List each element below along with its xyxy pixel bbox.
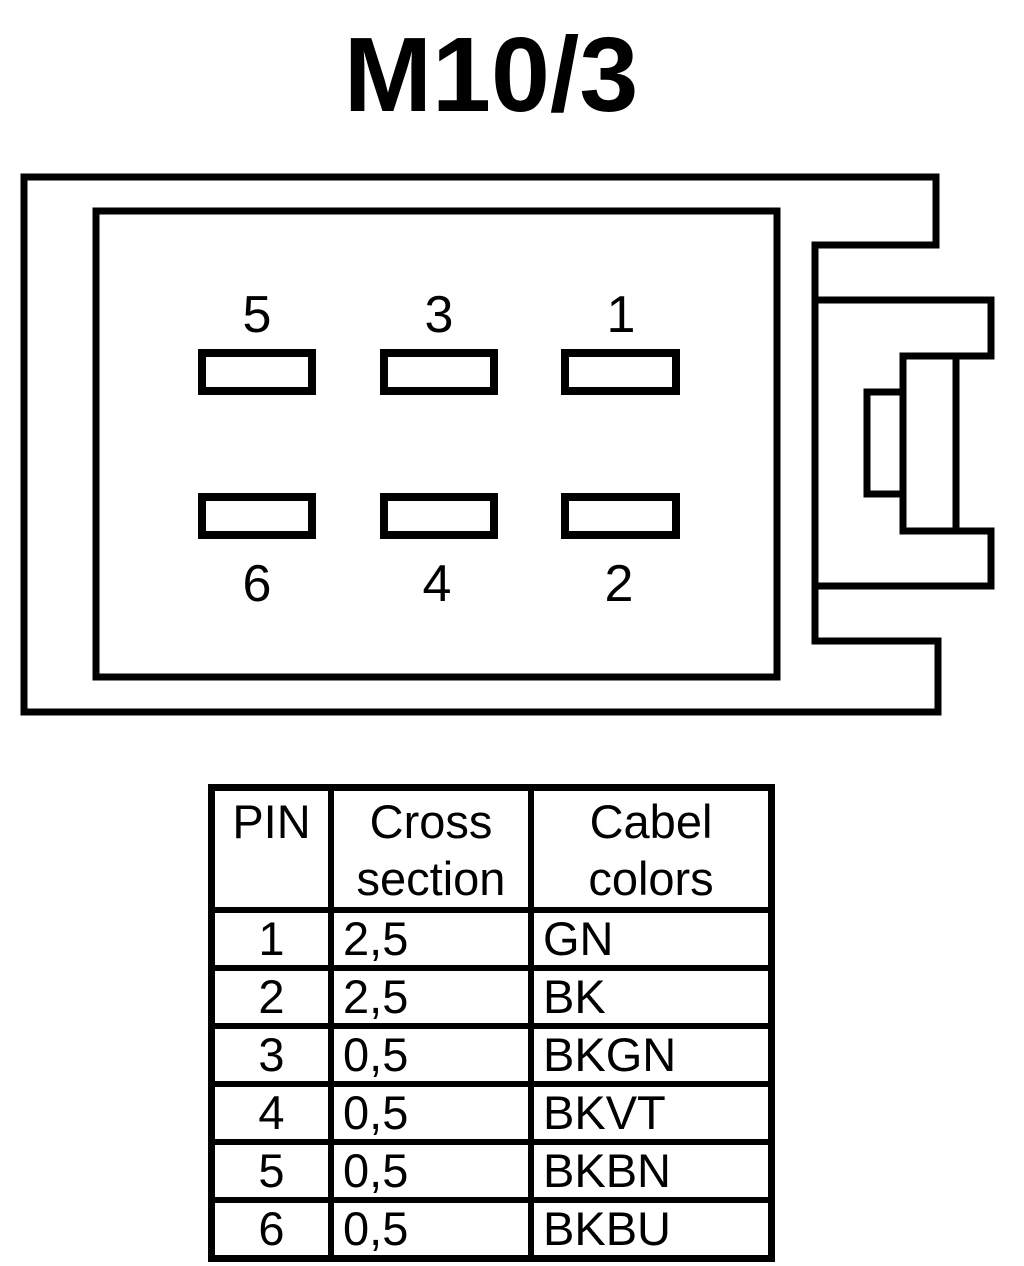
header-cross-line1: Cross [369, 795, 493, 848]
cross-section-cell: 2,5 [328, 907, 534, 971]
pin-label-2: 2 [605, 555, 634, 613]
cross-section-cell: 2,5 [328, 965, 534, 1029]
cable-color-cell: GN [528, 907, 775, 971]
cable-color-cell: BKBU [528, 1197, 775, 1262]
pin-number-cell: 1 [208, 907, 334, 971]
pin-number-cell: 6 [208, 1197, 334, 1262]
cable-color-cell: BKVT [528, 1081, 775, 1145]
latch-tab [899, 352, 960, 535]
connector-inner-face [92, 207, 781, 681]
pin-slot-2 [561, 493, 680, 539]
header-cabel-line2: colors [588, 852, 714, 905]
cable-color-cell: BKBN [528, 1139, 775, 1203]
header-cross-line2: section [356, 852, 506, 905]
pin-slot-1 [561, 349, 680, 395]
pin-number-cell: 3 [208, 1023, 334, 1087]
pin-number-cell: 5 [208, 1139, 334, 1203]
pin-slot-5 [198, 349, 316, 395]
cross-section-cell: 0,5 [328, 1081, 534, 1145]
header-cell-cross-section: Cross section [328, 784, 534, 913]
latch-inner-detail [863, 388, 907, 498]
table-row: 5 0,5 BKBN [208, 1139, 775, 1203]
table-row: 6 0,5 BKBU [208, 1197, 775, 1262]
cable-color-cell: BKGN [528, 1023, 775, 1087]
header-cabel-line1: Cabel [589, 795, 713, 848]
header-cell-cabel-colors: Cabel colors [528, 784, 775, 913]
pin-slot-6 [198, 493, 316, 539]
pin-slot-3 [380, 349, 498, 395]
header-cell-pin: PIN [208, 784, 334, 913]
cross-section-cell: 0,5 [328, 1023, 534, 1087]
connector-diagram: 5 3 1 6 4 2 [20, 173, 995, 716]
pin-label-5: 5 [243, 286, 272, 344]
table-header-row: PIN Cross section Cabel colors [208, 784, 775, 913]
table-row: 3 0,5 BKGN [208, 1023, 775, 1087]
page-title: M10/3 [343, 16, 639, 134]
table-row: 1 2,5 GN [208, 907, 775, 971]
pin-label-3: 3 [425, 286, 454, 344]
pin-slot-4 [380, 493, 498, 539]
table-row: 2 2,5 BK [208, 965, 775, 1029]
pinout-table: PIN Cross section Cabel colors 1 2,5 GN … [208, 784, 775, 1262]
pin-label-4: 4 [423, 555, 452, 613]
connector-outer-body [20, 173, 942, 716]
cable-color-cell: BK [528, 965, 775, 1029]
header-pin-label: PIN [232, 795, 311, 848]
cross-section-cell: 0,5 [328, 1139, 534, 1203]
pin-number-cell: 4 [208, 1081, 334, 1145]
pin-label-1: 1 [607, 286, 636, 344]
pin-number-cell: 2 [208, 965, 334, 1029]
cross-section-cell: 0,5 [328, 1197, 534, 1262]
table-row: 4 0,5 BKVT [208, 1081, 775, 1145]
pin-label-6: 6 [243, 555, 272, 613]
